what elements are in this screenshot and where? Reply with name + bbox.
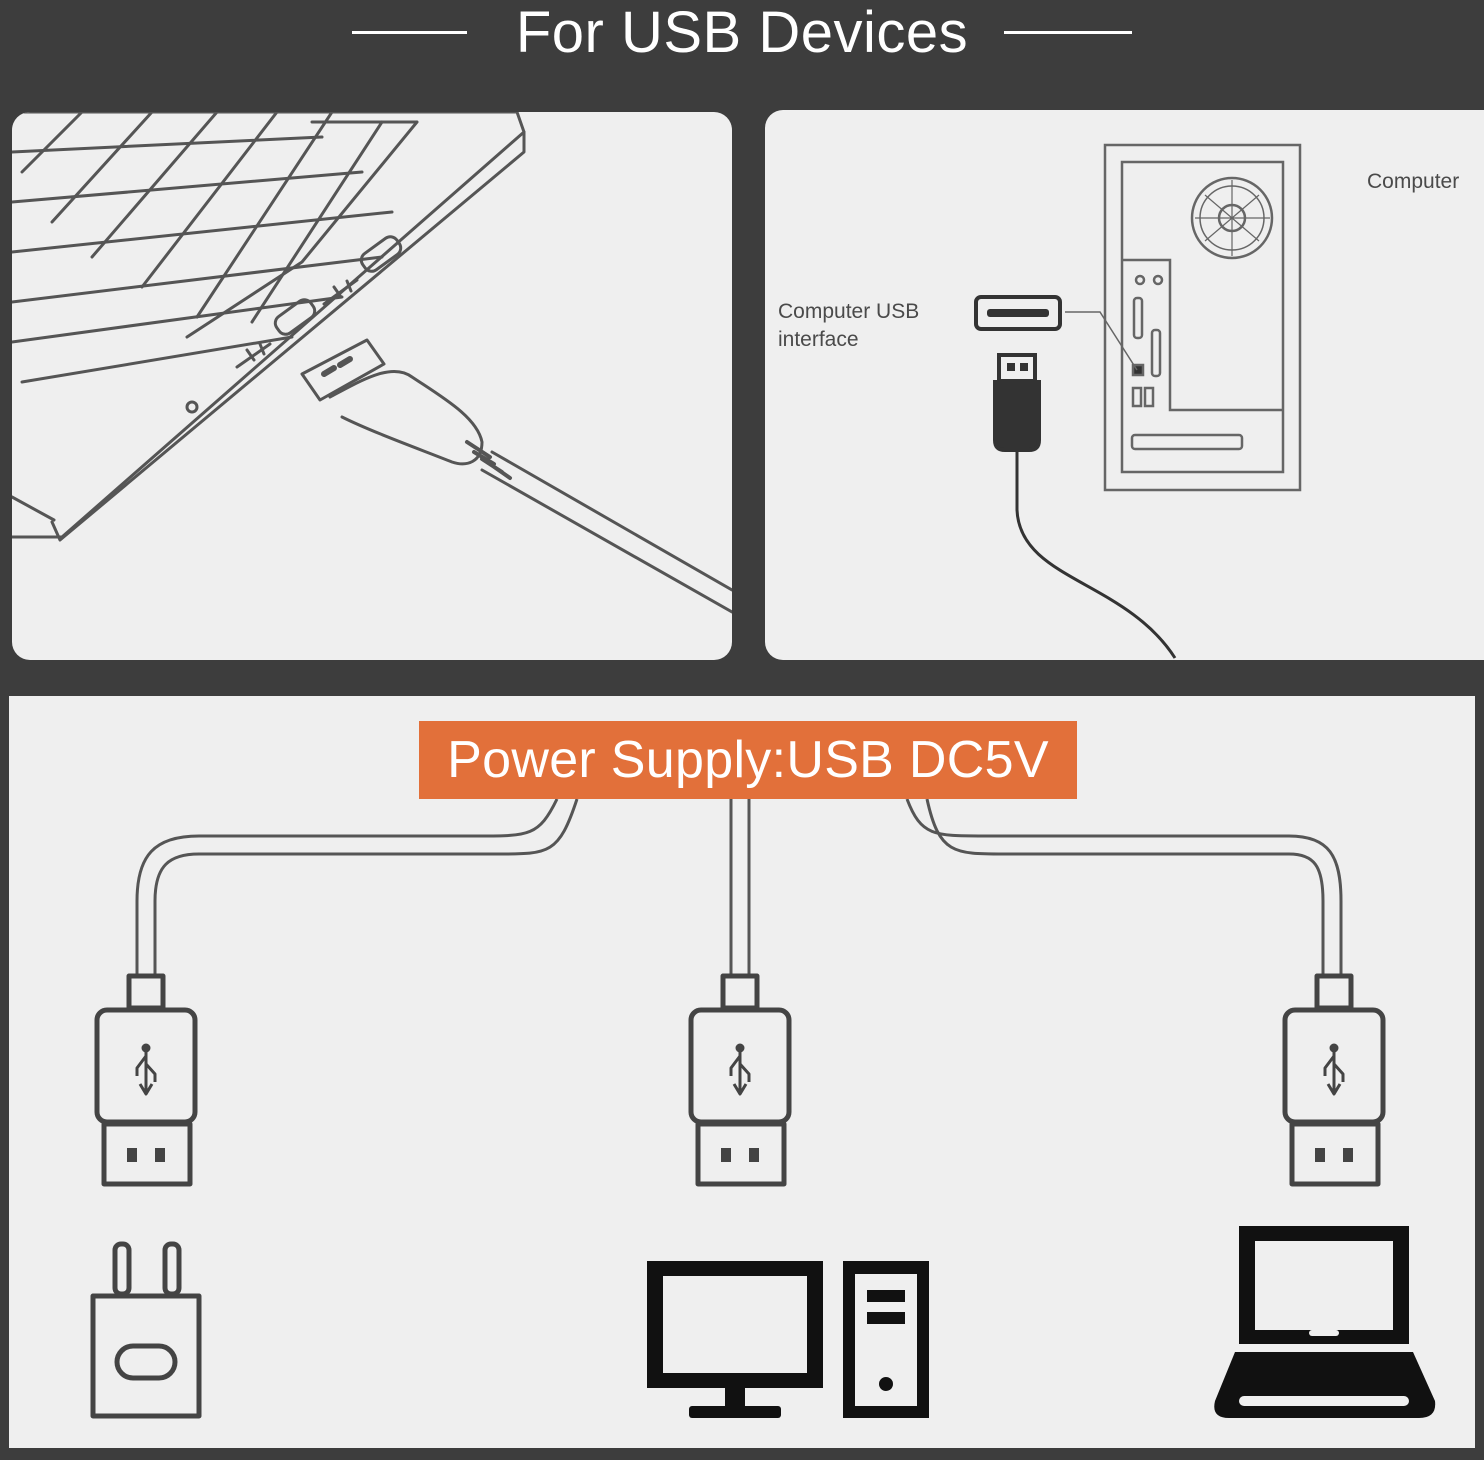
usb-socket-icon: [974, 295, 1062, 331]
usb-plug-center: [688, 973, 792, 1187]
usb-plug-icon: [300, 338, 732, 614]
header-right-rule: [1004, 31, 1132, 34]
usb-power-diagram: [90, 798, 1436, 1419]
desktop-computer-icon: [647, 1261, 929, 1418]
computer-tower-illustration: [974, 143, 1302, 659]
usb-plug-icon: [993, 353, 1177, 659]
usb-symbol-icon: [135, 1043, 157, 1096]
laptop-usb-panel: [12, 112, 732, 660]
usb-symbol-icon: [729, 1043, 751, 1096]
usb-interface-label-line2: interface: [778, 328, 859, 351]
keyboard-keys: [12, 112, 419, 384]
computer-usb-panel: Computer Computer USB interface: [765, 110, 1484, 660]
usb-plug-right: [1282, 973, 1386, 1187]
cable-center: [729, 799, 751, 976]
computer-label: Computer: [1367, 170, 1460, 193]
power-supply-panel: Power Supply:USB DC5V: [9, 696, 1475, 1448]
usb-port-icon: [185, 235, 403, 414]
page-title: For USB Devices: [515, 0, 969, 65]
laptop-usb-illustration: [12, 112, 732, 614]
laptop-icon: [1214, 1226, 1436, 1418]
cable-left: [135, 798, 579, 976]
header-left-rule: [352, 31, 467, 34]
wall-charger-icon: [90, 1241, 202, 1419]
power-supply-banner: Power Supply:USB DC5V: [419, 721, 1077, 799]
usb-symbol-icon: [1323, 1043, 1345, 1096]
header: For USB Devices: [0, 0, 1484, 100]
cable-right: [905, 798, 1343, 976]
usb-plug-left: [94, 973, 198, 1187]
usb-interface-label-line1: Computer USB: [778, 300, 920, 323]
